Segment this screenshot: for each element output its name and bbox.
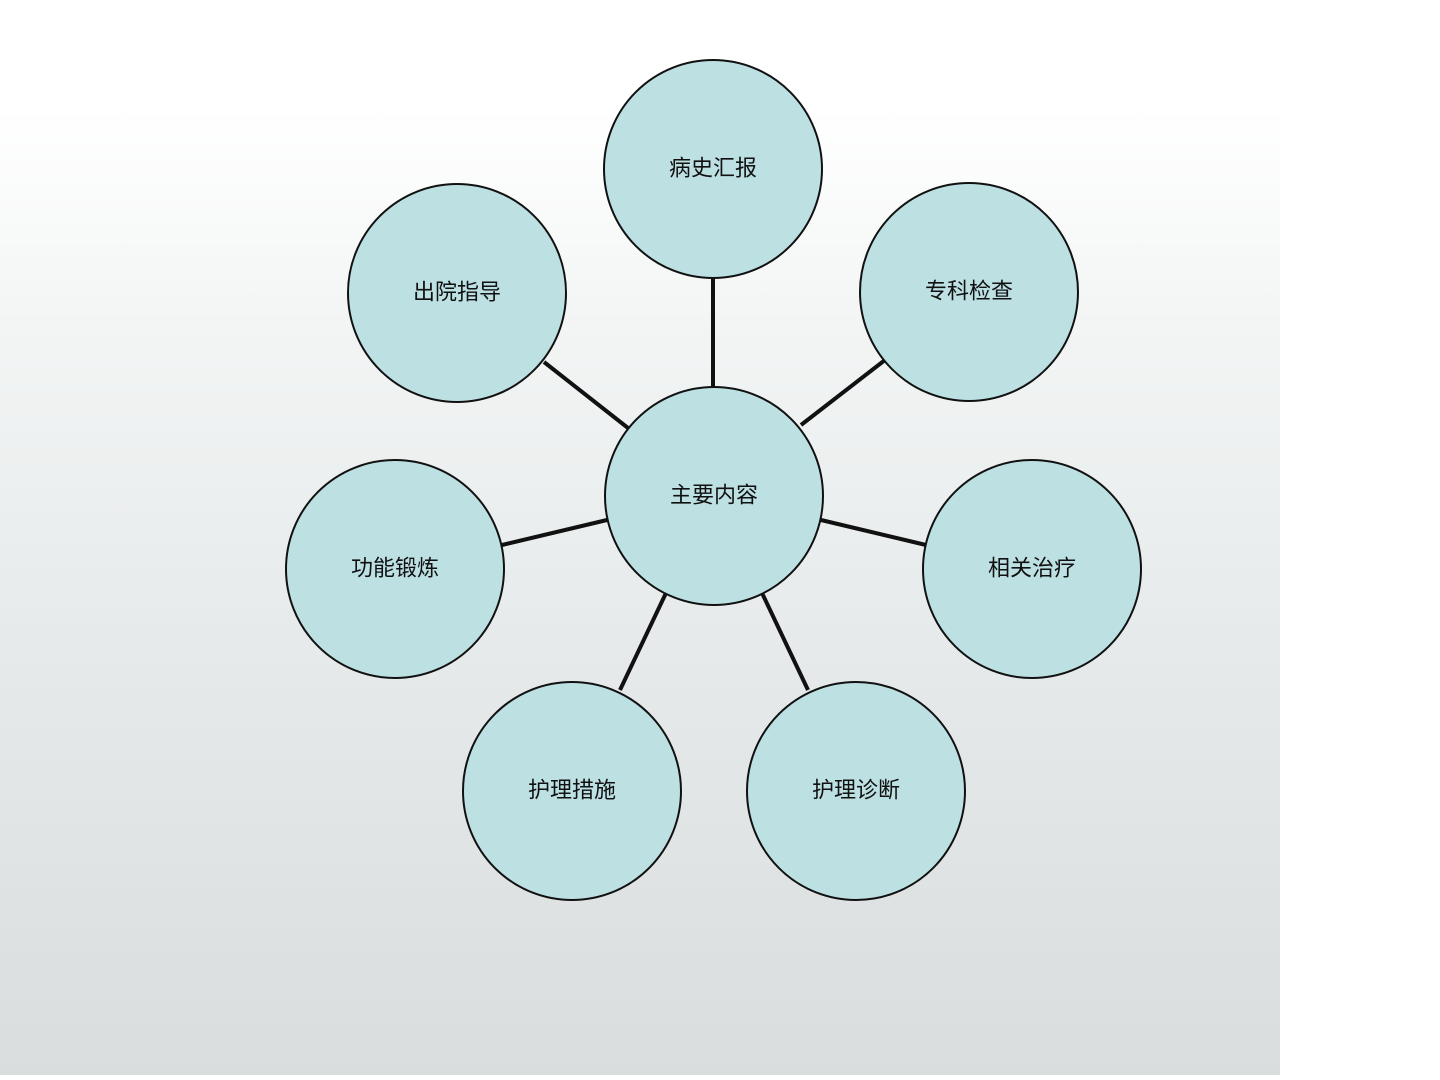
node-measures-label: 护理措施 [528, 779, 616, 804]
connector-treatment [820, 518, 927, 547]
connector-discharge [542, 360, 630, 430]
node-specialist: 专科检查 [859, 182, 1079, 402]
node-history: 病史汇报 [603, 59, 823, 279]
center-node: 主要内容 [604, 386, 824, 606]
node-diagnosis: 护理诊断 [746, 681, 966, 901]
node-discharge-label: 出院指导 [413, 281, 501, 306]
connector-specialist [799, 358, 887, 427]
node-diagnosis-label: 护理诊断 [812, 779, 900, 804]
node-treatment: 相关治疗 [922, 459, 1142, 679]
node-exercise: 功能锻炼 [285, 459, 505, 679]
center-node-label: 主要内容 [670, 484, 758, 509]
node-measures: 护理措施 [462, 681, 682, 901]
node-discharge: 出院指导 [347, 183, 567, 403]
node-specialist-label: 专科检查 [925, 280, 1013, 305]
connector-diagnosis [760, 592, 810, 691]
connector-exercise [501, 518, 608, 547]
node-history-label: 病史汇报 [669, 157, 757, 182]
node-exercise-label: 功能锻炼 [351, 557, 439, 582]
node-treatment-label: 相关治疗 [988, 557, 1076, 582]
connector-measures [618, 592, 668, 691]
